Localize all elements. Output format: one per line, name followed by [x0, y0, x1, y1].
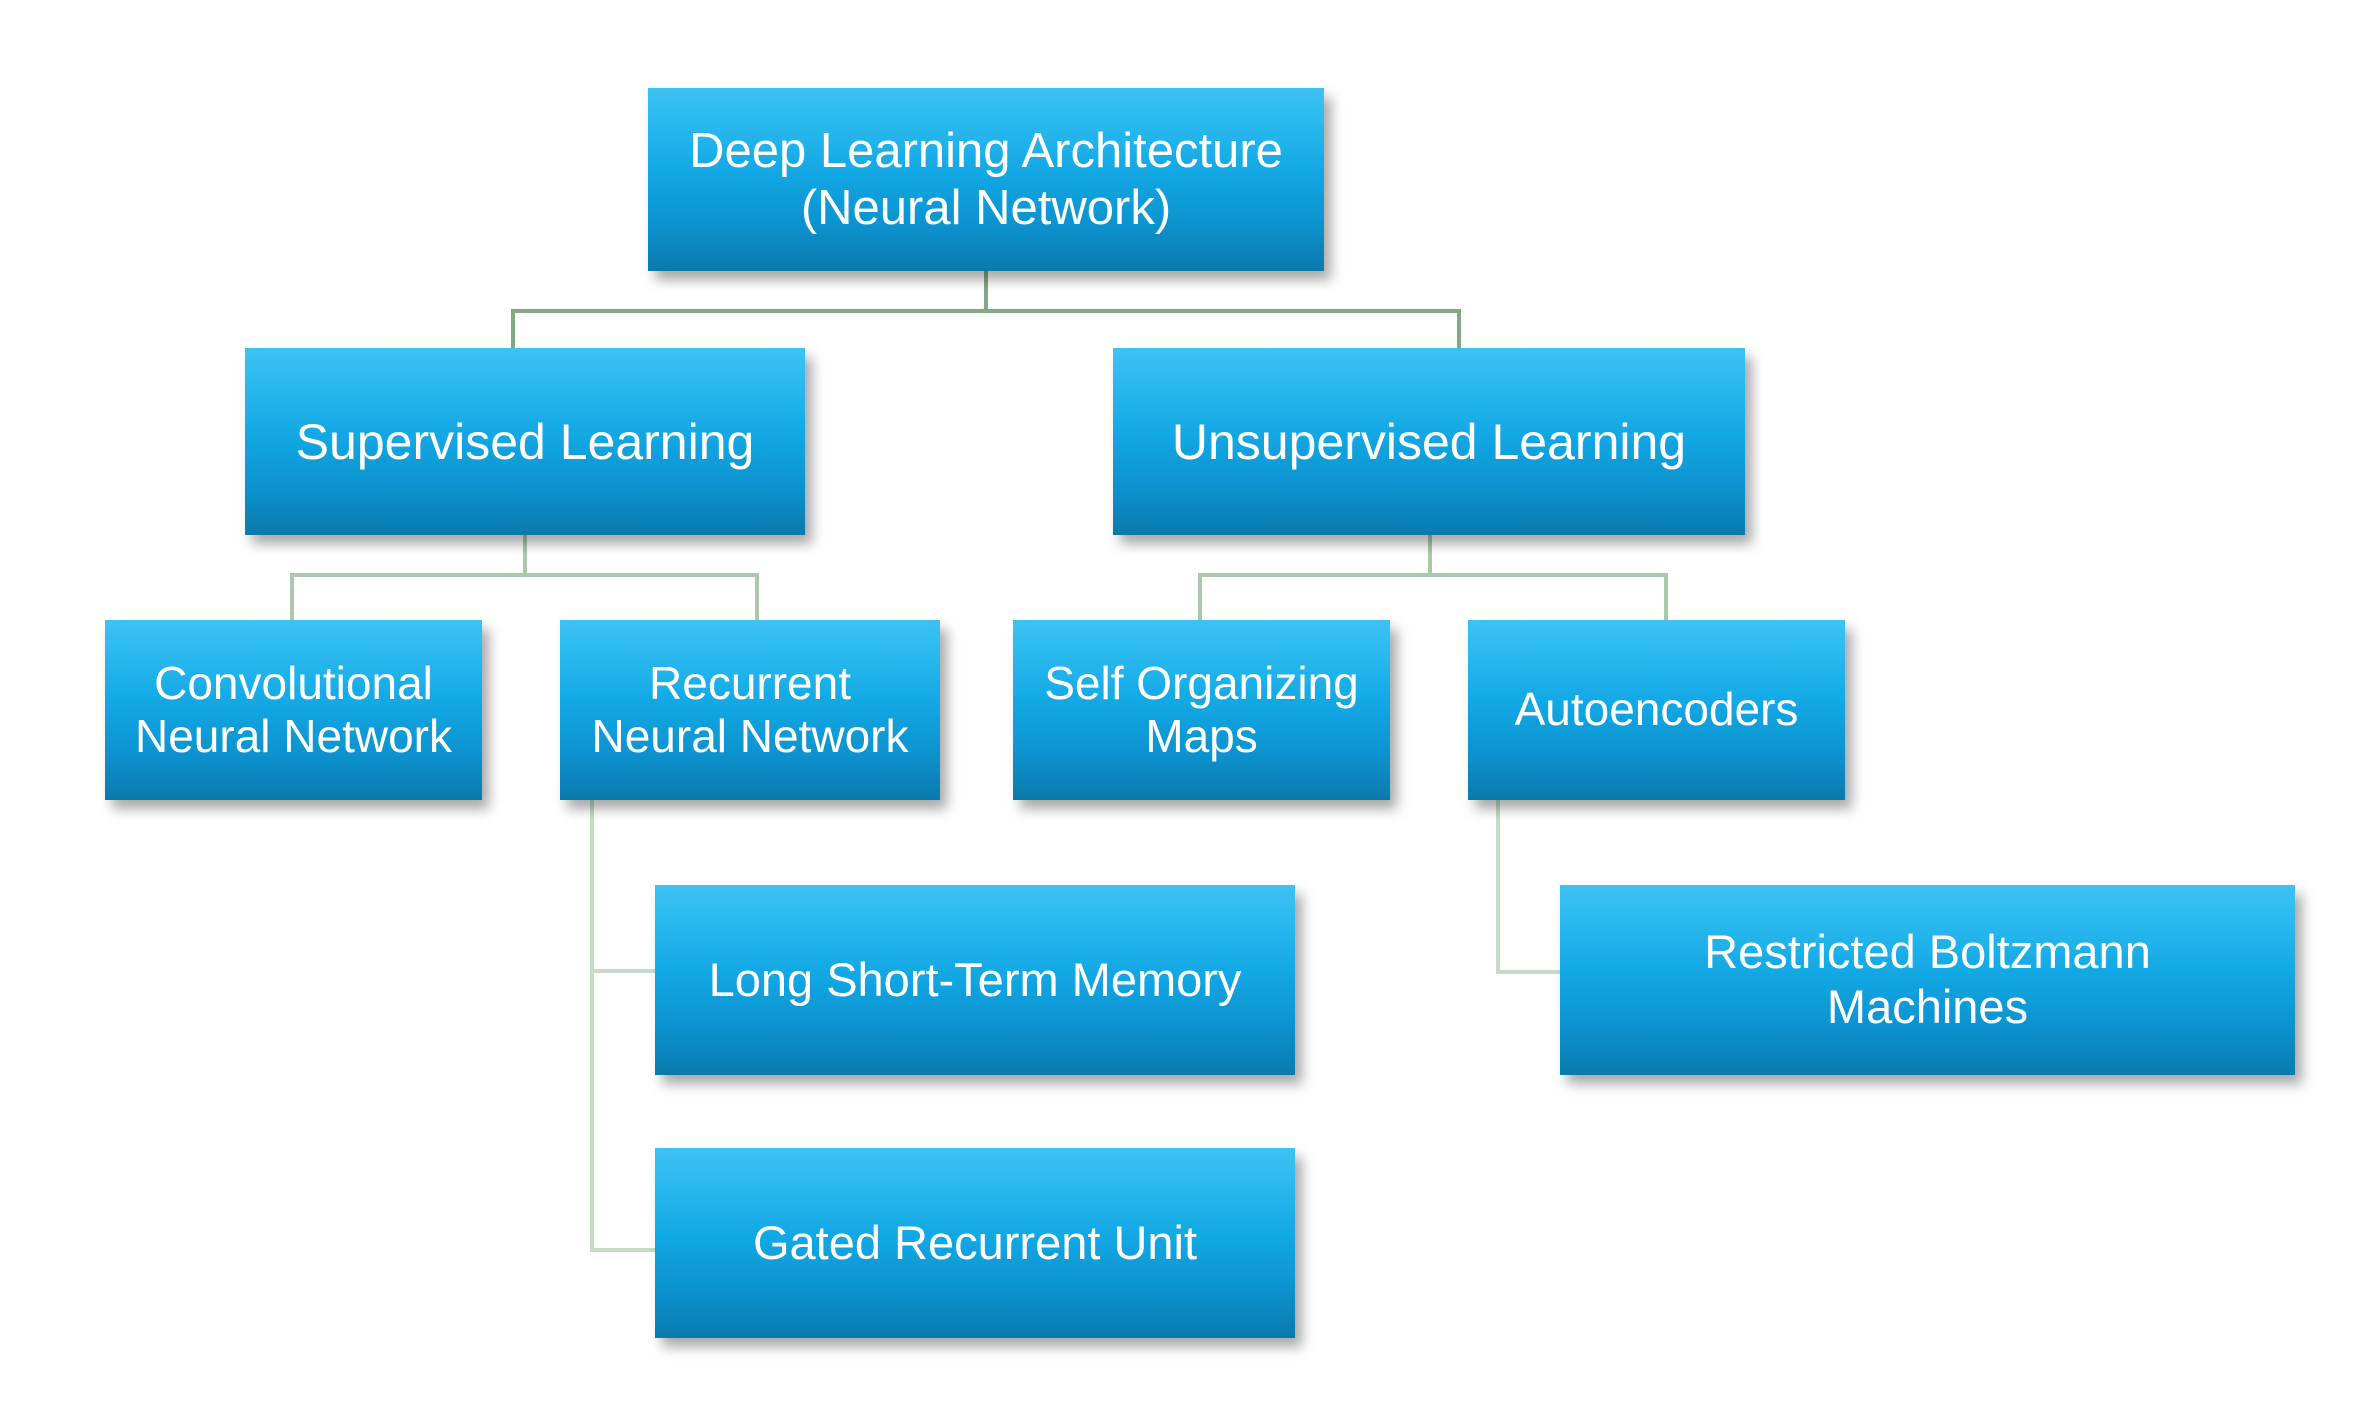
node-label-line2: Maps — [1145, 710, 1258, 762]
edge-root-to-level2 — [511, 269, 1461, 350]
node-label: Supervised Learning — [295, 413, 755, 470]
node-label-line1: Deep Learning Architecture — [689, 123, 1283, 178]
node-label-line2: Neural Network — [135, 710, 452, 762]
node-label: Deep Learning Architecture(Neural Networ… — [648, 123, 1324, 237]
node-label: Unsupervised Learning — [1171, 413, 1687, 470]
node-label-line1: Self Organizing — [1044, 656, 1359, 709]
node-label: Gated Recurrent Unit — [752, 1215, 1198, 1269]
node-deep-learning-architecture[interactable]: Deep Learning Architecture(Neural Networ… — [648, 88, 1324, 271]
edge-supervised-to-children — [290, 533, 759, 622]
node-gated-recurrent-unit[interactable]: Gated Recurrent Unit — [655, 1148, 1295, 1338]
node-label: Long Short-Term Memory — [708, 952, 1242, 1006]
edge-rnn-to-children — [590, 798, 657, 1252]
node-label-line2: Neural Network — [591, 710, 909, 762]
node-supervised-learning[interactable]: Supervised Learning — [245, 348, 805, 535]
node-label: Autoencoders — [1514, 683, 1799, 736]
node-label-line1: Restricted Boltzmann — [1704, 925, 2151, 979]
node-long-short-term-memory[interactable]: Long Short-Term Memory — [655, 885, 1295, 1075]
node-label-line1: Recurrent — [649, 656, 851, 709]
node-label-line2: (Neural Network) — [800, 180, 1172, 235]
node-autoencoders[interactable]: Autoencoders — [1468, 620, 1845, 800]
node-label-line1: Convolutional — [154, 656, 433, 709]
node-label-line2: Machines — [1826, 980, 2029, 1033]
edge-autoencoders-to-rbm — [1496, 798, 1562, 974]
node-unsupervised-learning[interactable]: Unsupervised Learning — [1113, 348, 1745, 535]
edge-unsupervised-to-children — [1198, 533, 1668, 622]
